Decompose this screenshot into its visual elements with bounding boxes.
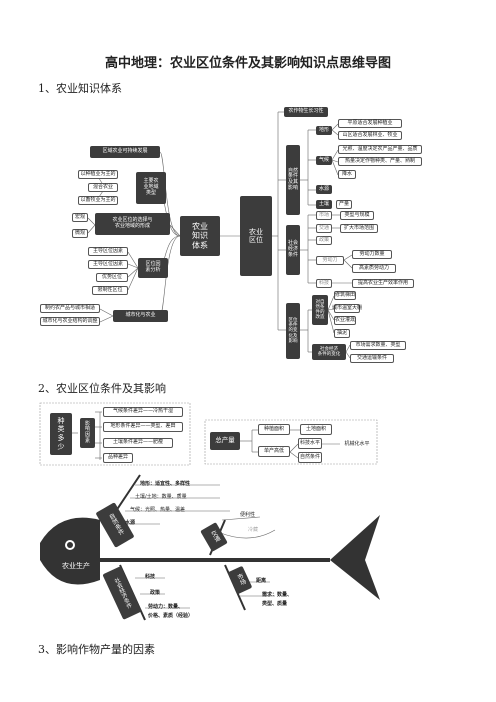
terrain-item-1: 平原适合发展种植业: [338, 119, 402, 128]
natural-cond-node: 自然条件: [298, 452, 322, 463]
evo-macro: 宏观: [72, 213, 88, 222]
location-node: 农业 区位: [240, 196, 272, 276]
nc-item-3: 农业灌溉: [334, 316, 356, 325]
natural-item-2: 土壤/土地：数量、质量: [135, 493, 187, 500]
market-item: 类型与规模: [340, 211, 374, 220]
section-1-heading: 1、农业知识体系: [38, 82, 122, 95]
socio-item-1: 科技: [145, 573, 156, 580]
socio-item-2: 政策: [150, 589, 161, 596]
climate-item-3: 降水: [338, 170, 356, 179]
climate-item-2: 热量决定作物种类、产量、熟制: [338, 157, 422, 166]
tech-level-node: 科技水平: [298, 438, 322, 449]
factor-analysis-node: 区位因 素分析: [138, 258, 168, 278]
sc-item-1: 市场需求数量、类型: [350, 341, 406, 350]
transport-item-1: 便利性: [240, 511, 256, 518]
kind-item-1: 气候条件差异——冷热干湿: [103, 407, 183, 417]
climate-node: 气候: [316, 156, 332, 165]
nc-item-2: 城市温室大棚: [332, 304, 362, 313]
kind-item-3: 土壤条件差异——肥瘦: [103, 438, 173, 448]
natural-node: 自然 条件 及其 影响: [286, 145, 300, 215]
tech-node: 科技: [316, 279, 332, 288]
urban-node: 城市化与农业: [113, 310, 168, 322]
factor-item-3: 优势区位: [96, 273, 128, 282]
section-3-heading: 3、影响作物产量的因素: [38, 643, 155, 656]
fish-head-label: 农业生产: [62, 561, 90, 570]
kind-item-2: 地形条件差异——类型、差田: [103, 422, 183, 432]
natural-item-1: 地形：适宜性、多样性: [140, 480, 191, 487]
market-item-3: 类型、质量: [262, 600, 288, 607]
transport-node: 交通: [316, 224, 332, 233]
biology-node: 农作物生长习性: [284, 107, 328, 117]
labor-node: 劳动力: [316, 256, 344, 265]
urban-item-1: 制约农产品与城市相适: [40, 304, 100, 313]
urban-item-2: 城市化与农业结构的调整: [40, 317, 100, 326]
change-node: 区位 条件 的变 化及 影响: [286, 303, 300, 359]
terrain-node: 地形: [316, 126, 332, 135]
policy-node: 政策: [316, 236, 332, 245]
section-2-heading: 2、农业区位条件及其影响: [38, 382, 166, 395]
sustainable-node: 区域农业可持续发展: [90, 146, 160, 158]
unit-yield-node: 单产高低: [258, 446, 290, 457]
factor-item-1: 主导区位因素: [88, 247, 128, 256]
social-node: 社会 经济 条件: [286, 225, 300, 275]
mech-level-node: 机械化水平: [344, 440, 370, 447]
factors-node: 影 响 因 素: [80, 418, 95, 448]
page-title: 高中地理：农业区位条件及其影响知识点思维导图: [104, 56, 391, 71]
total-yield-node: 总产量: [210, 432, 240, 450]
market-node: 市场: [316, 211, 332, 220]
social-change-node: 社会经济 条件的变化: [312, 344, 346, 360]
factor-item-2: 主导区位因素: [88, 260, 128, 269]
main-types-node: 主要农 业地域 类型: [136, 172, 166, 204]
kind-item-4: 品种差异: [103, 453, 133, 463]
soil-item: 产量: [336, 200, 352, 209]
evo-micro: 微观: [72, 229, 88, 238]
labor-item-2: 高素质劳动力: [352, 264, 396, 273]
transport-item: 扩大市场范围: [340, 224, 378, 233]
transport-item-2: 冷藏: [248, 526, 259, 533]
center-node: 农业 知识 体系: [180, 216, 220, 256]
sc-item-2: 交通运输条件: [350, 354, 394, 363]
socio-item-4: 价格、素质（经验）: [148, 612, 194, 619]
socio-item-3: 劳动力：数量、: [148, 603, 184, 610]
nc-item-4: 抽泥: [334, 329, 350, 338]
market-item-1: 距离: [256, 577, 267, 584]
climate-item-1: 光照、温度决定农产品产量、品质: [338, 145, 422, 154]
soil-node: 土壤: [316, 200, 332, 209]
water-node: 水源: [316, 185, 332, 194]
natural-change-node: 对自 然条 件的 改造: [312, 295, 328, 325]
nc-item-1: 修筑梯田: [334, 291, 356, 300]
land-area-node: 土地面积: [300, 424, 332, 435]
terrain-item-2: 山区适合发展林业、牧业: [338, 131, 402, 140]
type-item-1: 以种植业为主的: [78, 170, 118, 179]
type-item-2: 混合农业: [88, 183, 118, 192]
natural-item-3: 气候：光照、热量、温差: [130, 506, 186, 513]
market-item-2: 需求：数量、: [262, 591, 293, 598]
factor-item-4: 限制性区位: [92, 286, 128, 295]
labor-item-1: 劳动力数量: [352, 250, 392, 259]
tech-item: 提高农业生产效率作用: [352, 279, 414, 288]
evolution-node: 农业区位的选择与 农业地域的形成: [95, 213, 170, 235]
type-item-3: 以畜牧业为主的: [78, 196, 118, 205]
area-node: 种植面积: [258, 424, 290, 435]
natural-item-4: 水源: [125, 519, 136, 526]
kinds-node: 种 类 多 少: [50, 413, 72, 455]
